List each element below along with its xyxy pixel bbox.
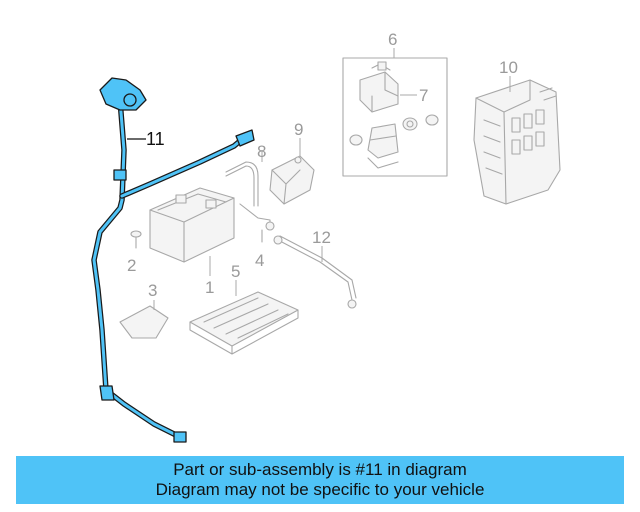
callout-5: 5 [231, 262, 240, 281]
parts-diagram: 6 7 10 9 8 1 2 [91, 30, 561, 443]
callout-7: 7 [419, 86, 428, 105]
part-10-fuse-box[interactable] [473, 79, 561, 205]
part-4-hold-down[interactable] [239, 203, 275, 243]
part-6-assembly[interactable] [342, 57, 448, 177]
part-8-hose[interactable] [225, 161, 259, 207]
banner-line-2: Diagram may not be specific to your vehi… [155, 480, 485, 499]
banner-line-1: Part or sub-assembly is #11 in diagram [173, 460, 467, 479]
part-11-battery-cable[interactable] [91, 77, 255, 443]
part-3-bracket[interactable] [119, 305, 169, 339]
part-1-battery[interactable] [149, 187, 235, 263]
part-2-bolt[interactable] [130, 230, 142, 249]
callout-4: 4 [255, 251, 264, 270]
info-banner: Part or sub-assembly is #11 in diagram D… [16, 456, 624, 504]
callout-2: 2 [127, 256, 136, 275]
callout-1: 1 [205, 278, 214, 297]
callout-11: 11 [146, 129, 165, 149]
callout-8: 8 [257, 142, 266, 161]
callout-9: 9 [294, 120, 303, 139]
callout-12: 12 [312, 228, 331, 247]
part-9-module[interactable] [269, 155, 315, 205]
part-5-tray[interactable] [189, 291, 299, 355]
callout-3: 3 [148, 281, 157, 300]
callout-6: 6 [388, 30, 397, 49]
callout-10: 10 [499, 58, 518, 77]
part-12-ground-strap[interactable] [273, 235, 357, 309]
